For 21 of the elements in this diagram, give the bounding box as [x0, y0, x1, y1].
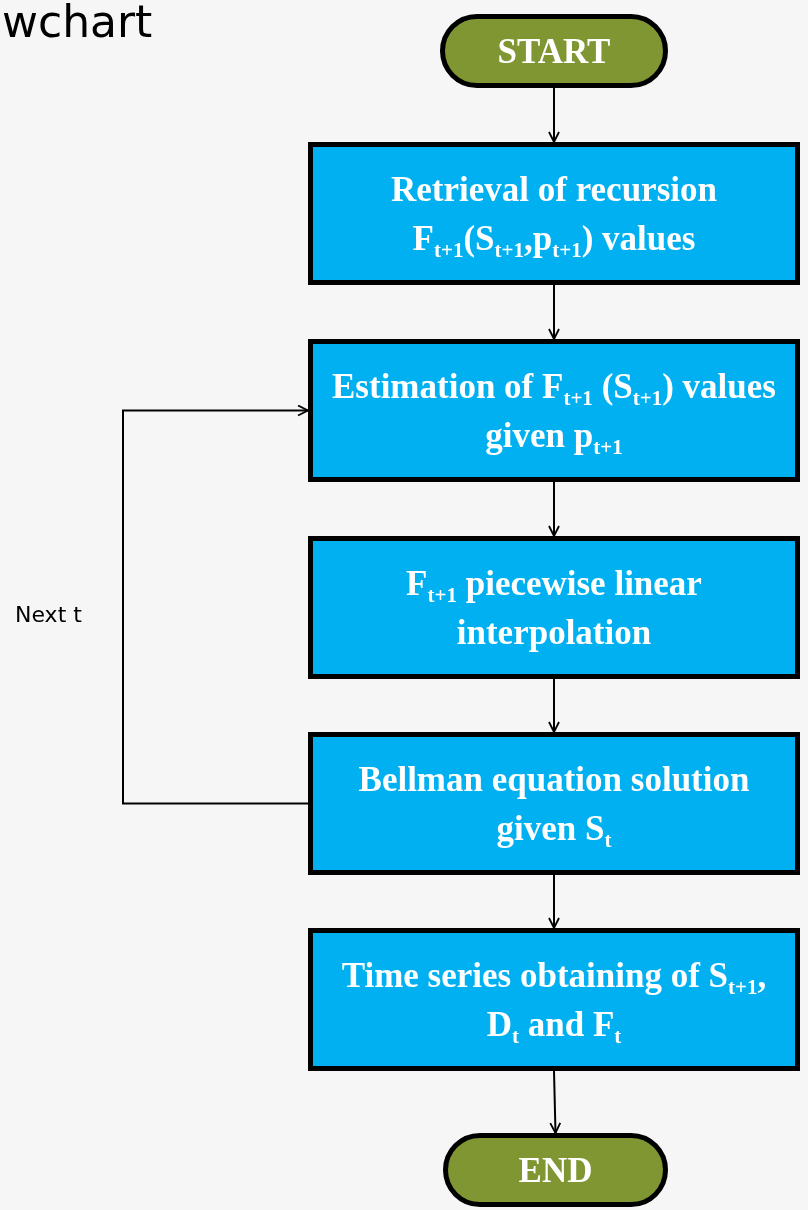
process-box: [308, 339, 800, 482]
node-text: Bellman equation solution given S$_{t}$: [357, 758, 751, 853]
title: wchart: [2, 0, 153, 47]
process-box: [308, 142, 800, 285]
node-text: Retrieval of recursion F$_{t+1}$(S$_{t+1}$,p$_{t+1}$) values: [390, 168, 718, 263]
arrow: [548, 678, 560, 733]
process-box: [308, 536, 800, 679]
arrow: [548, 87, 560, 143]
arrow: [548, 874, 560, 929]
node-text: START: [497, 30, 611, 73]
node-text: F$_{t+1}$ piecewise linear interpolation: [405, 562, 703, 654]
process-box: [308, 928, 800, 1071]
node-text: Time series obtaining of S$_{t+1}$, D$_{t}$ and F$_{t}$: [340, 954, 768, 1049]
arrow: [548, 481, 560, 537]
arrow: [548, 284, 560, 340]
node-text: END: [518, 1149, 593, 1192]
arrow: [122, 404, 309, 805]
process-box: [308, 732, 800, 875]
arrow: [549, 1070, 562, 1134]
edge-label: Next t: [15, 602, 82, 627]
node-text: Estimation of F$_{t+1}$ (S$_{t+1}$) values given p$_{t+1}$: [331, 365, 777, 460]
